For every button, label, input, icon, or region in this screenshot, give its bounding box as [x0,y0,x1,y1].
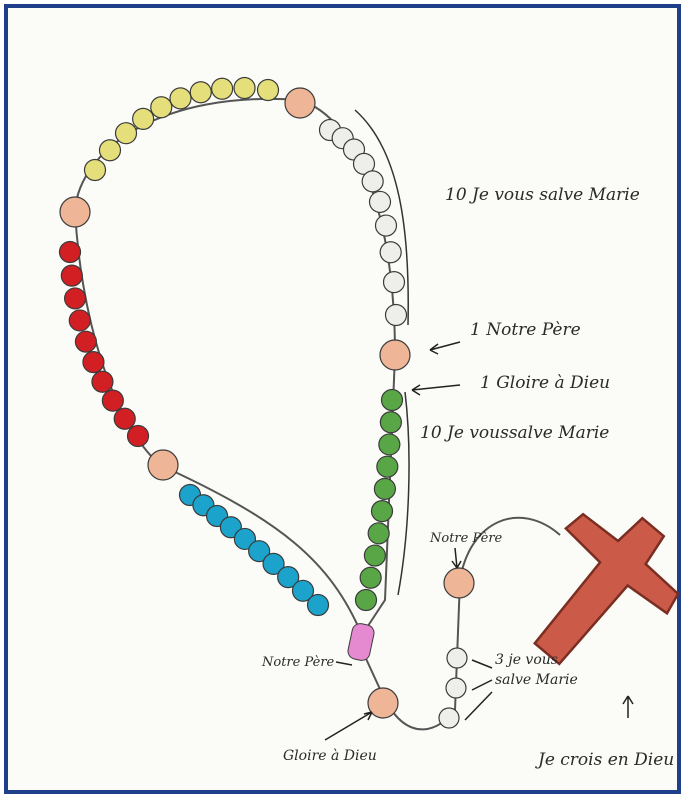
yellow-bead [258,80,279,101]
arrow-glory-be-lower [325,712,372,740]
yellow-bead [170,88,191,109]
label-pendant-glory-be: Gloire à Dieu [283,748,377,764]
green-bead [360,567,381,588]
red-bead [128,426,149,447]
white-bead [362,171,383,192]
blue-bead [308,595,329,616]
white-bead [370,191,391,212]
green-bead [379,434,400,455]
green-bead [356,590,377,611]
green-bead [368,523,389,544]
green-bead [380,412,401,433]
label-decade-hail-mary: 10 Je voussalve Marie [420,423,609,443]
white-bead [446,678,466,698]
green-bead [364,545,385,566]
large-bead [368,688,398,718]
green-bead [382,390,403,411]
white-bead [376,215,397,236]
yellow-bead [133,108,154,129]
red-bead [83,352,104,373]
red-bead [75,331,96,352]
red-bead [61,265,82,286]
yellow-bead [151,97,172,118]
label-pendant-our-father-upper: Notre Père [429,531,503,546]
label-top-hail-mary: 10 Je vous salve Marie [445,185,640,205]
green-bead [372,501,393,522]
red-bead [69,310,90,331]
center-medal [346,622,375,662]
large-bead [60,197,90,227]
label-three-hail-marys-1: 3 je vous [495,652,558,668]
red-bead [92,371,113,392]
red-bead [102,390,123,411]
green-bead [374,478,395,499]
white-bead [380,242,401,263]
white-bead [386,305,407,326]
yellow-bead [85,160,106,181]
white-bead [447,648,467,668]
yellow-bead [116,123,137,144]
yellow-bead [99,140,120,161]
arrow-three-hail-marys [465,660,492,720]
white-bead [439,708,459,728]
label-pendant-our-father-lower: Notre Père [261,655,335,670]
white-bead [384,272,405,293]
large-bead [285,88,315,118]
red-bead [60,242,81,263]
red-bead [65,288,86,309]
red-bead [114,408,135,429]
large-bead [148,450,178,480]
yellow-bead [212,78,233,99]
label-our-father: 1 Notre Père [470,320,581,340]
large-bead [380,340,410,370]
arrow-lower-our-father [336,662,352,665]
arrow-glory-be [412,385,460,395]
yellow-bead [234,78,255,99]
arrow-creed [623,696,633,718]
arrow-our-father [430,342,460,354]
label-creed: Je crois en Dieu [535,750,674,770]
label-glory-be: 1 Gloire à Dieu [480,373,610,393]
large-bead [444,568,474,598]
yellow-bead [190,82,211,103]
arrow-pendant-our-father [452,548,461,568]
label-three-hail-marys-2: salve Marie [495,672,578,688]
green-bead [377,456,398,477]
